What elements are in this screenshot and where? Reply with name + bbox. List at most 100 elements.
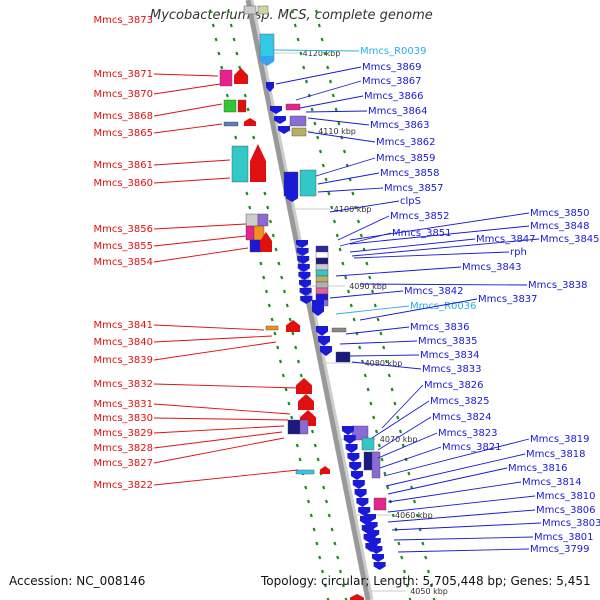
right-gene-label: Mmcs_3816 [508,463,568,474]
ring-dash [273,331,277,336]
leader-line [353,251,510,259]
gene-arrow-forward [244,118,256,126]
ring-dash [404,457,408,462]
left-gene-label: Mmcs_3841 [93,320,153,331]
gene-arrow-reverse [343,435,356,444]
leader-line [339,232,392,247]
ring-dash [320,569,325,574]
right-gene-label: Mmcs_3806 [536,505,596,516]
gene-arrow-reverse [345,444,358,453]
leader-line [345,326,410,335]
gene-block [315,257,329,265]
leader-line [153,123,223,134]
gene-block [245,213,259,227]
right-gene-label: Mmcs_3834 [420,350,480,361]
left-gene-label: Mmcs_3827 [93,458,153,469]
leader-line [153,469,299,486]
gene-block [265,325,279,331]
ring-dash [352,317,356,322]
gene-arrow-forward [320,466,330,474]
right-gene-label: Mmcs_3857 [384,183,444,194]
right-gene-label: Mmcs_3833 [422,364,482,375]
left-gene-label: Mmcs_3830 [93,413,153,424]
ring-dash [246,107,250,112]
ring-dash [405,583,409,588]
right-gene-label: Mmcs_3845 [540,234,600,245]
ring-dash [396,415,400,420]
ring-dash [407,471,411,476]
ring-dash [282,289,287,294]
ring-dash [277,261,281,266]
ring-dash [327,191,331,196]
gene-arrow-reverse [274,116,286,124]
gene-arrow-reverse [347,453,360,462]
gene-arrow-reverse [372,554,384,562]
right-gene-label: Mmcs_3869 [362,62,422,73]
right-gene-label: Mmcs_3843 [462,262,522,273]
ring-dash [328,79,333,84]
ring-dash [382,345,386,350]
ring-dash [299,373,303,378]
ring-dash [327,513,331,518]
ring-dash [377,443,381,448]
gene-block [315,251,329,259]
leader-line [153,431,283,449]
gene-block [237,99,247,113]
gene-block [245,225,255,241]
right-gene-label: Mmcs_3838 [528,280,588,291]
ring-dash [312,527,316,532]
left-gene-label: Mmcs_3873 [93,15,153,26]
ring-dash [248,205,252,210]
ring-dash [340,135,344,140]
ring-dash [400,555,404,560]
ring-dash [341,261,345,266]
ring-dash [383,471,387,476]
leader-line [153,177,231,184]
gene-arrow-reverse [370,546,383,554]
ring-dash [376,317,380,322]
ring-dash [259,261,263,266]
gene-arrow-reverse [367,530,380,538]
gene-arrow-reverse [368,538,381,546]
ring-dash [217,51,221,56]
leader-line [153,73,219,77]
kbp-tick-label: 4060 kbp [395,511,433,520]
ring-dash [401,443,405,448]
ring-dash [324,177,328,182]
leader-line [153,341,277,361]
ring-dash [296,359,301,364]
leader-line [351,238,540,257]
ring-dash [280,275,284,280]
gene-block [257,213,269,227]
leader-line [153,83,221,95]
ring-dash [338,247,342,252]
left-gene-label: Mmcs_3840 [93,337,153,348]
ring-dash [225,93,229,98]
right-gene-label: Mmcs_3821 [442,442,502,453]
gene-arrow-forward [298,394,314,410]
leader-line [329,200,400,213]
gene-arrow-forward [296,378,312,394]
ring-dash [369,401,373,406]
left-gene-label: Mmcs_3854 [93,257,153,268]
kbp-tick-label: 4080 kbp [365,359,403,368]
ring-dash [332,219,337,224]
right-gene-label: Mmcs_3859 [376,153,436,164]
gene-block [283,171,299,197]
leader-line [335,266,462,277]
right-gene-label: Mmcs_3862 [376,137,436,148]
gene-block [299,169,317,197]
ring-dash [274,247,278,252]
gene-arrow-reverse [297,264,310,272]
ring-dash [322,485,326,490]
gene-block [315,263,329,271]
gene-arrow-forward [250,144,266,182]
leader-line [387,467,508,495]
ring-dash [317,23,321,28]
gene-arrow-reverse [299,280,311,288]
gene-block [219,69,233,87]
ring-dash [387,373,391,378]
gene-arrow-reverse [358,507,371,516]
ring-dash [365,261,369,266]
